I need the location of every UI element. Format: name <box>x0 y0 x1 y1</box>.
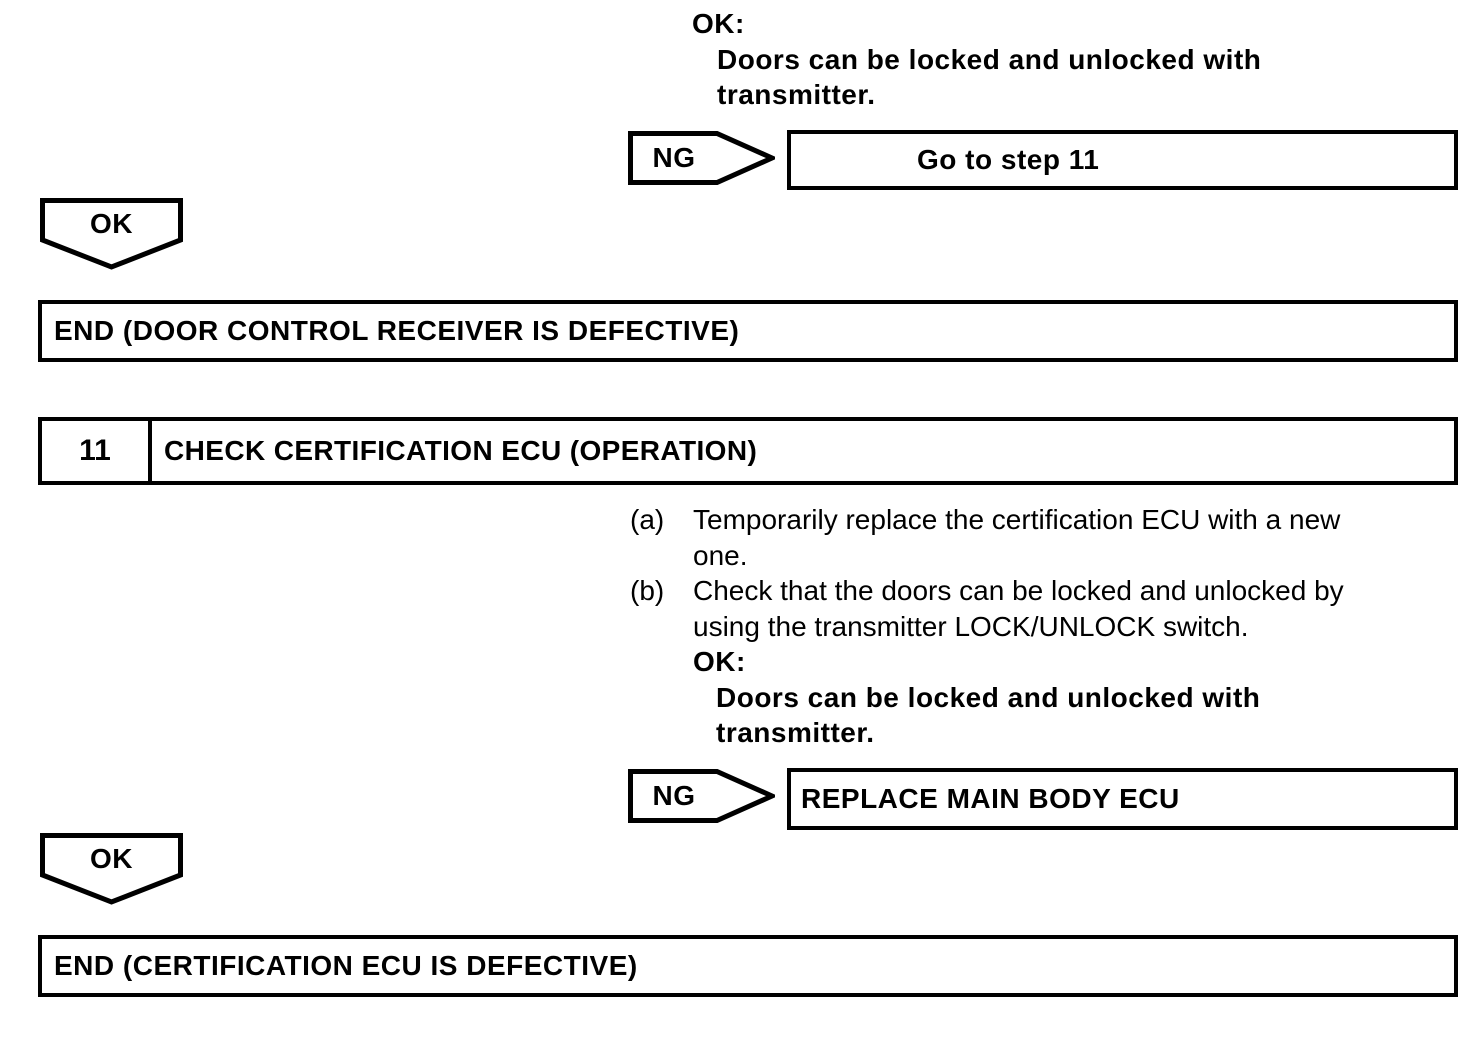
ng-action-text: REPLACE MAIN BODY ECU <box>801 783 1180 814</box>
instruction-item-a: (a) Temporarily replace the certificatio… <box>630 502 1344 573</box>
ng-connector-label: NG <box>652 142 696 173</box>
ok-connector-label: OK <box>90 208 133 239</box>
ng-action-box-replace-main-body-ecu: REPLACE MAIN BODY ECU <box>787 768 1458 830</box>
step-11-header: 11 CHECK CERTIFICATION ECU (OPERATION) <box>38 417 1458 485</box>
instruction-item-b: (b) Check that the doors can be locked a… <box>630 573 1344 644</box>
end-box-certification-ecu: END (CERTIFICATION ECU IS DEFECTIVE) <box>38 935 1458 997</box>
ng-action-box-goto-step-11: Go to step 11 <box>787 130 1458 190</box>
instruction-text-line: one. <box>693 539 748 571</box>
ok-pentagon-icon <box>40 198 183 270</box>
ok-connector-label: OK <box>90 843 133 874</box>
ng-connector-2: NG <box>628 769 775 823</box>
ok-criteria-line: transmitter. <box>716 717 875 748</box>
step-title: CHECK CERTIFICATION ECU (OPERATION) <box>164 435 758 466</box>
end-box-text: END (DOOR CONTROL RECEIVER IS DEFECTIVE) <box>54 315 740 346</box>
instruction-text-line: Temporarily replace the certification EC… <box>693 504 1341 535</box>
ng-arrow-icon <box>628 769 775 823</box>
end-box-text: END (CERTIFICATION ECU IS DEFECTIVE) <box>54 950 638 981</box>
ok-criteria-line: Doors can be locked and unlocked with <box>716 681 1261 713</box>
ok-pentagon-icon <box>40 833 183 905</box>
instruction-label: (a) <box>630 504 665 535</box>
ok-criteria-heading: OK: <box>692 8 745 39</box>
instruction-text-line: Check that the doors can be locked and u… <box>693 575 1344 606</box>
ok-criteria-note-top: OK: Doors can be locked and unlocked wit… <box>692 6 1261 113</box>
ok-criteria-line: Doors can be locked and unlocked with <box>717 43 1262 75</box>
ok-connector-1: OK <box>40 198 183 270</box>
ng-connector-1: NG <box>628 131 775 185</box>
ok-criteria-heading: OK: <box>693 646 746 677</box>
ok-connector-2: OK <box>40 833 183 905</box>
instruction-text-line: using the transmitter LOCK/UNLOCK switch… <box>693 610 1249 642</box>
end-box-door-control-receiver: END (DOOR CONTROL RECEIVER IS DEFECTIVE) <box>38 300 1458 362</box>
ng-arrow-icon <box>628 131 775 185</box>
step-number: 11 <box>42 421 152 481</box>
instruction-label: (b) <box>630 575 665 606</box>
ng-action-text: Go to step 11 <box>917 144 1100 175</box>
ok-criteria-line: transmitter. <box>717 79 876 110</box>
step-11-instructions: (a) Temporarily replace the certificatio… <box>630 502 1344 751</box>
ng-connector-label: NG <box>652 780 696 811</box>
